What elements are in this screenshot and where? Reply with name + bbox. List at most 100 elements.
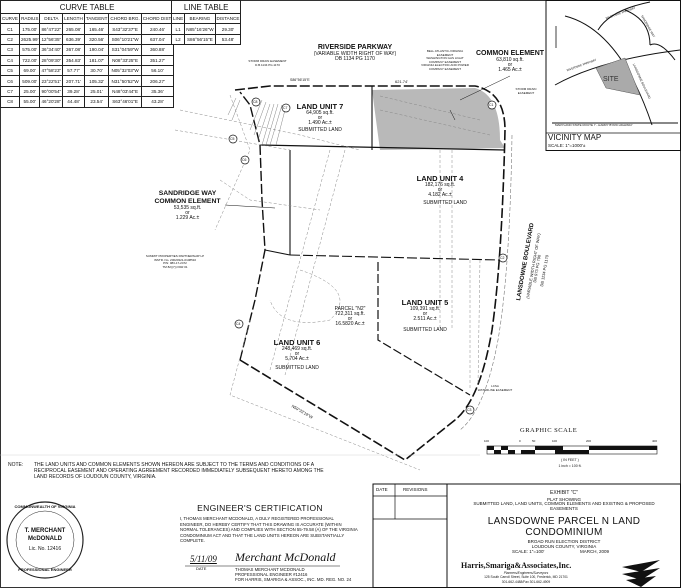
- curve-tag: C7: [283, 106, 288, 110]
- land-unit-5-label: LAND UNIT 5: [401, 298, 449, 307]
- seal-license: Lic. No. 12416: [28, 546, 62, 552]
- table-cell: 69.00': [18, 64, 41, 77]
- table-cell: 360.88': [140, 44, 175, 56]
- table-cell: 28°09'30": [39, 54, 64, 66]
- table-cell: 23°22'51": [39, 75, 64, 87]
- or-text: or: [507, 62, 513, 68]
- revisions-header: REVISIONS: [403, 487, 428, 492]
- table-cell: 320.56': [83, 33, 110, 46]
- table-cell: 207.71': [62, 75, 85, 87]
- table-cell: L2: [170, 33, 186, 46]
- east-boundary: [454, 129, 506, 421]
- curve-tag: C2: [500, 256, 505, 260]
- bearing-label: S86°56'15"E: [290, 78, 310, 82]
- area-ac: 2.511 Ac.±: [413, 316, 437, 322]
- table-cell: 367.08': [62, 44, 85, 56]
- col-header: CHORD DIST.: [140, 12, 175, 25]
- signer-pe: PROFESSIONAL ENGINEER #12416: [235, 572, 308, 577]
- date-label: DATE: [196, 566, 207, 571]
- firm-logo-icon: [622, 560, 660, 587]
- table-cell: 265.08': [62, 23, 85, 35]
- status-text: SUBMITTED LAND: [403, 327, 447, 333]
- note-label: NOTE:: [8, 462, 24, 468]
- certification-title: ENGINEER'S CERTIFICATION: [197, 503, 323, 513]
- or-text: or: [422, 311, 428, 317]
- curve-tag: C5: [230, 137, 235, 141]
- curve-table-title: CURVE TABLE: [0, 0, 175, 14]
- table-cell: 55.00': [18, 96, 41, 108]
- table-cell: 637.04': [140, 33, 175, 46]
- table-cell: 240.46': [140, 23, 175, 35]
- table-cell: L1: [170, 23, 186, 35]
- col-header: CURVE: [0, 12, 20, 25]
- scale-ratio: 1 inch = 100 ft.: [558, 464, 582, 468]
- common-element-ac: 1.465 Ac.±: [498, 67, 522, 73]
- table-cell: 190.04': [83, 44, 110, 56]
- area-sf: 722,311 sq.ft.: [335, 311, 365, 317]
- col-header: BEARING: [184, 12, 216, 25]
- firm-subtitle: Planners/Engineers/Surveyors: [503, 571, 549, 575]
- col-header: RADIUS: [18, 12, 41, 25]
- table-cell: 57.77': [62, 64, 85, 77]
- seal-name: McDONALD: [28, 536, 62, 542]
- col-header: DISTANCE: [214, 12, 242, 25]
- signer-firm: FOR HARRIS, SMARIGA & ASSOC., INC. MD. R…: [235, 577, 352, 582]
- table-cell: S63°46'01"E: [108, 96, 142, 108]
- table-cell: 175.00': [18, 23, 41, 35]
- firm-address: 125 South Carroll Street, Suite 100, Fre…: [484, 575, 568, 579]
- table-cell: 722.00': [18, 54, 41, 66]
- unit7-south-line: [259, 144, 506, 151]
- table-cell: C4: [0, 54, 20, 66]
- area-sf: 109,391 sq.ft.: [409, 306, 441, 312]
- table-cell: N31°50'52"W: [108, 75, 142, 87]
- table-cell: 30.70': [83, 64, 110, 77]
- or-text: or: [347, 316, 353, 322]
- area-ac: 4.182 Ac.±: [428, 192, 452, 198]
- table-cell: N08°33'25"E: [108, 54, 142, 66]
- scale-unit: ( IN FEET ): [561, 458, 579, 462]
- scale-tick: 400: [652, 439, 658, 443]
- curve-tag: C1: [489, 103, 494, 107]
- summit-properties-label: SUMMIT PROPERTIES PARTNERSHIP LP INSTR. …: [145, 254, 205, 269]
- common-element-label: COMMON ELEMENT: [476, 50, 545, 57]
- vicinity-map-scale: SCALE: 1"=1000'±: [548, 143, 586, 148]
- line-table-title: LINE TABLE: [170, 0, 242, 14]
- table-cell: 23.54': [83, 96, 110, 108]
- table-cell: N85°16'26"W: [184, 23, 216, 35]
- table-cell: S86°56'15"E: [184, 33, 216, 46]
- land-unit-6-label: LAND UNIT 6: [273, 338, 321, 347]
- table-cell: 25.01': [83, 85, 110, 98]
- vicinity-map-title: VICINITY MAP: [548, 133, 602, 142]
- table-cell: 86°47'22": [39, 23, 64, 35]
- unit5-boundary: [377, 262, 471, 396]
- table-cell: 56.10': [140, 64, 175, 77]
- storm-drain-label: STORM DRAIN EASEMENT: [515, 87, 537, 95]
- curve-tag: C6: [242, 158, 247, 162]
- election-district: BROAD RUN ELECTION DISTRICT: [527, 539, 601, 544]
- table-cell: 36°34'40": [39, 44, 64, 56]
- land-unit-7-label: LAND UNIT 7: [296, 102, 344, 111]
- common-element-shading: [372, 88, 505, 150]
- engineer-signature: Merchant McDonald: [235, 550, 336, 564]
- curve-tag: C4: [236, 322, 241, 326]
- parcel-label: PARCEL "N2": [334, 306, 366, 312]
- table-cell: 165.46': [83, 23, 110, 35]
- land-unit-4-label: LAND UNIT 4: [416, 174, 464, 183]
- scale-tick: 200: [586, 439, 592, 443]
- note-text: THE LAND UNITS AND COMMON ELEMENTS SHOWN…: [34, 462, 324, 480]
- riverside-ref: DB 1134 PG 1170: [335, 56, 375, 62]
- or-text: or: [437, 187, 443, 193]
- project-title: LANSDOWNE PARCEL N LAND: [487, 516, 641, 527]
- common-element-sf: 63,810 sq.ft.: [496, 57, 524, 63]
- table-cell: 575.00': [18, 44, 41, 56]
- exhibit-label: EXHIBIT "C": [550, 490, 578, 496]
- curve-tag: C3: [467, 408, 472, 412]
- vicinity-site-label: SITE: [603, 76, 619, 83]
- scale-tick: 100: [552, 439, 558, 443]
- area-ac: 5.704 Ac.±: [285, 356, 309, 362]
